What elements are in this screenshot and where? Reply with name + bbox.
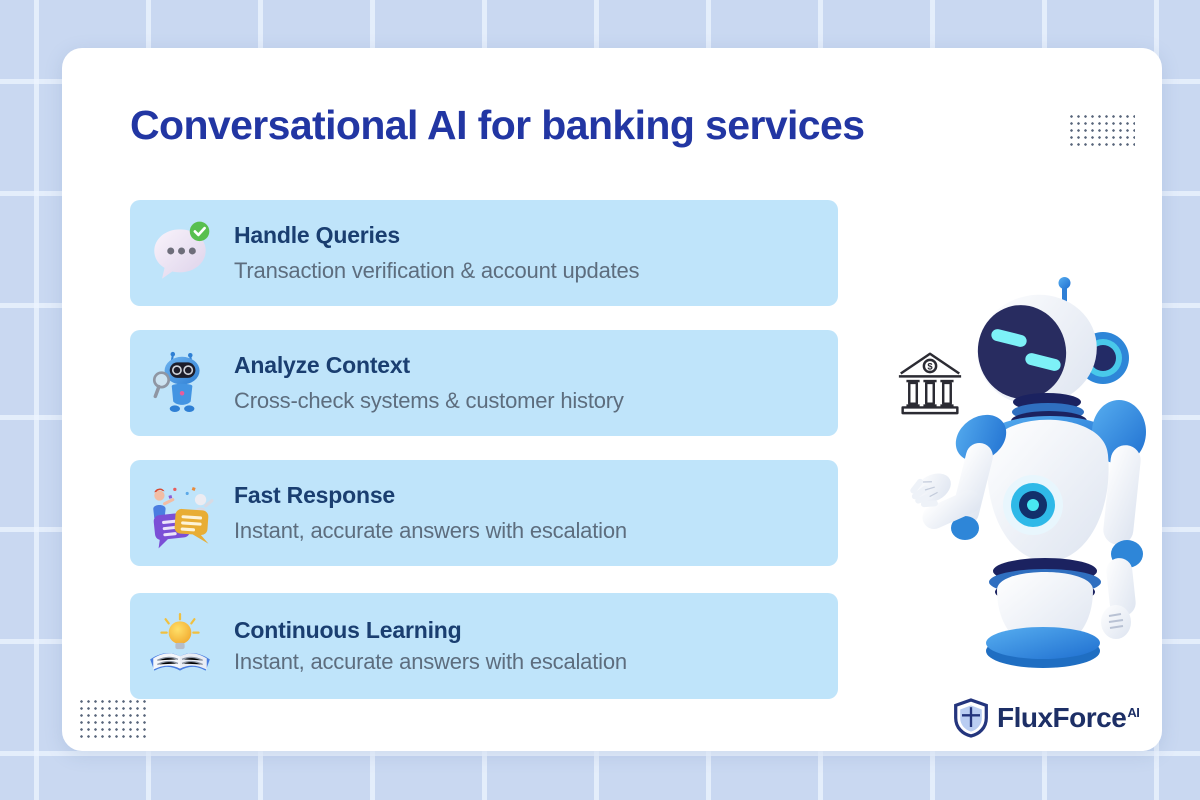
feature-card-analyze-context: Analyze Context Cross-check systems & cu… — [130, 330, 838, 436]
main-panel: Conversational AI for banking services H… — [62, 48, 1162, 751]
card-description: Cross-check systems & customer history — [234, 388, 624, 413]
dot-pattern-bottom-left — [78, 698, 148, 741]
card-description: Instant, accurate answers with escalatio… — [234, 649, 627, 674]
svg-text:$: $ — [927, 360, 933, 371]
page-title: Conversational AI for banking services — [130, 102, 865, 148]
card-heading: Handle Queries — [234, 222, 400, 248]
chat-bubble-check-icon — [154, 221, 210, 279]
card-heading: Continuous Learning — [234, 617, 462, 643]
card-description: Transaction verification & account updat… — [234, 258, 640, 283]
chat-people-icon — [153, 486, 214, 549]
card-description: Instant, accurate answers with escalatio… — [234, 518, 627, 543]
robot-magnifier-icon — [152, 351, 200, 413]
logo-superscript: AI — [1127, 704, 1140, 720]
bank-building-dollar-icon: $ — [898, 352, 962, 415]
logo-text: FluxForceAI — [997, 702, 1140, 734]
card-heading: Fast Response — [234, 482, 396, 508]
lightbulb-book-icon — [150, 612, 210, 671]
feature-card-continuous-learning: Continuous Learning Instant, accurate an… — [130, 593, 838, 699]
shield-logo-icon — [954, 698, 988, 738]
dot-pattern-top-right — [1068, 113, 1135, 149]
feature-card-fast-response: Fast Response Instant, accurate answers … — [130, 460, 838, 566]
banking-assistant-robot — [910, 277, 1146, 668]
card-heading: Analyze Context — [234, 352, 410, 378]
logo-name: FluxForce — [997, 702, 1127, 733]
feature-card-handle-queries: Handle Queries Transaction verification … — [130, 200, 838, 306]
logo: FluxForceAI — [953, 698, 1140, 738]
